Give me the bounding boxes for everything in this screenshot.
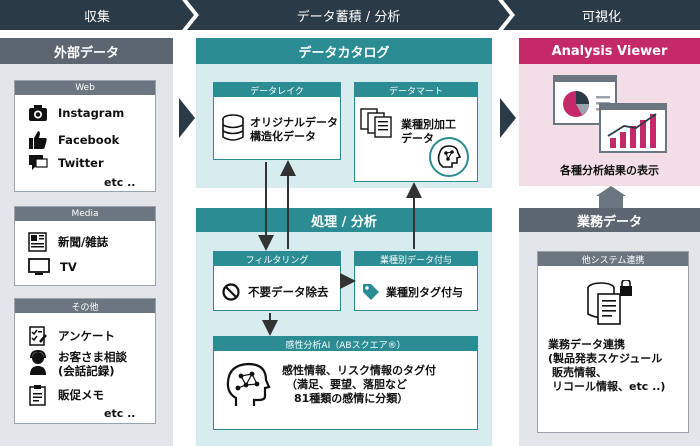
twitter-item: Twitter [28,154,104,172]
stage-label: データ蓄積 / 分析 [296,9,401,25]
system-link-label: 他システム連携 [538,252,688,266]
operator-icon [30,350,46,375]
instagram-label: Instagram [58,106,125,120]
viewer-title: Analysis Viewer [519,38,700,64]
tv-icon [28,258,50,275]
data-lake-text: オリジナルデータ 構造化データ [250,116,338,144]
chat-bubble-icon [29,155,48,170]
database-icon [222,114,244,141]
other-panel-label: その他 [15,299,155,313]
media-panel-label: Media [15,207,155,221]
stage-label: 可視化 [581,9,621,25]
consultation-label: お客さま相談 [58,350,127,364]
ai-head-icon [226,362,271,406]
thumbs-up-icon [29,131,47,149]
newspaper-label: 新聞/雑誌 [58,235,109,249]
sales-memo-label: 販促メモ [58,388,104,402]
data-lake-line2: 構造化データ [250,130,316,143]
data-mart-label: データマート [355,83,477,97]
survey-item: アンケート [28,326,115,346]
locked-document-icon [587,280,632,325]
web-panel-label: Web [15,81,155,95]
flow-arrow-right [179,98,195,138]
survey-label: アンケート [58,329,116,343]
twitter-label: Twitter [58,156,104,170]
tv-item: TV [28,258,77,276]
dashboard-screens-icon [553,75,667,153]
stage-collect: 収集 [0,0,194,30]
ai-analysis-label: 感性分析AI（ABスクエア®） [214,337,477,351]
filtering-text: 不要データ除去 [248,285,329,299]
ai-analysis-line1: 感性情報、リスク情報のタグ付 [282,364,436,377]
data-mart-line2: データ [401,132,434,145]
system-link-panel: 他システム連携 [537,251,689,433]
business-line4: リコール情報、etc ..) [552,380,666,393]
newspaper-icon [28,232,47,252]
checklist-icon [29,326,47,346]
viewer-caption: 各種分析結果の表示 [560,164,659,177]
web-etc: etc .. [104,176,136,189]
data-mart-line1: 業種別加工 [401,118,456,131]
filtering-label: フィルタリング [214,252,340,266]
flow-arrow-right [500,98,516,138]
stage-label: 収集 [83,9,110,25]
tag-icon [363,284,379,300]
web-panel: Web [14,80,156,192]
tagging-text: 業種別タグ付与 [386,286,463,299]
consultation-item: お客さま相談 (会話記録) [28,350,127,378]
tv-label: TV [60,260,77,274]
stage-store-analyze: データ蓄積 / 分析 [187,0,510,30]
other-etc: etc .. [104,407,136,420]
tagging-item: 業種別タグ付与 [362,283,463,301]
external-data-title: 外部データ [0,38,173,64]
business-data-text: 業務データ連携 (製品発表スケジュール 販売情報、 リコール情報、etc ..) [548,338,665,394]
ai-brain-icon [429,137,469,177]
facebook-item: Facebook [28,130,119,150]
data-lake-label: データレイク [214,83,340,97]
ai-analysis-line3: 81種類の感情に分類） [294,392,409,405]
data-lake-line1: オリジナルデータ [250,116,338,129]
instagram-item: Instagram [28,104,124,122]
data-catalog-title: データカタログ [196,38,492,64]
documents-icon [360,108,392,138]
consultation-sub-label: (会話記録) [58,364,115,378]
clipboard-icon [29,385,46,406]
business-line1: 業務データ連携 [548,338,625,351]
processing-title: 処理 / 分析 [196,208,492,232]
tagging-label: 業種別データ付与 [355,252,477,266]
camera-icon [29,105,47,121]
sales-memo-item: 販促メモ [28,384,104,406]
business-data-title: 業務データ [519,208,700,232]
facebook-label: Facebook [58,133,120,147]
business-line2: (製品発表スケジュール [548,352,663,365]
business-line3: 販売情報、 [552,366,607,379]
data-mart-text: 業種別加工 データ [401,118,456,146]
prohibited-icon [222,283,240,301]
newspaper-item: 新聞/雑誌 [28,232,108,252]
filtering-item: 不要データ除去 [222,283,329,301]
stage-visualize: 可視化 [503,0,700,30]
ai-analysis-line2: （満足、要望、落胆など [286,378,407,391]
tagging-panel: 業種別データ付与 [354,251,478,311]
ai-analysis-text: 感性情報、リスク情報のタグ付 （満足、要望、落胆など 81種類の感情に分類） [282,364,436,406]
data-lake-panel: データレイク [213,82,341,160]
arrow-up-to-viewer [596,186,626,208]
